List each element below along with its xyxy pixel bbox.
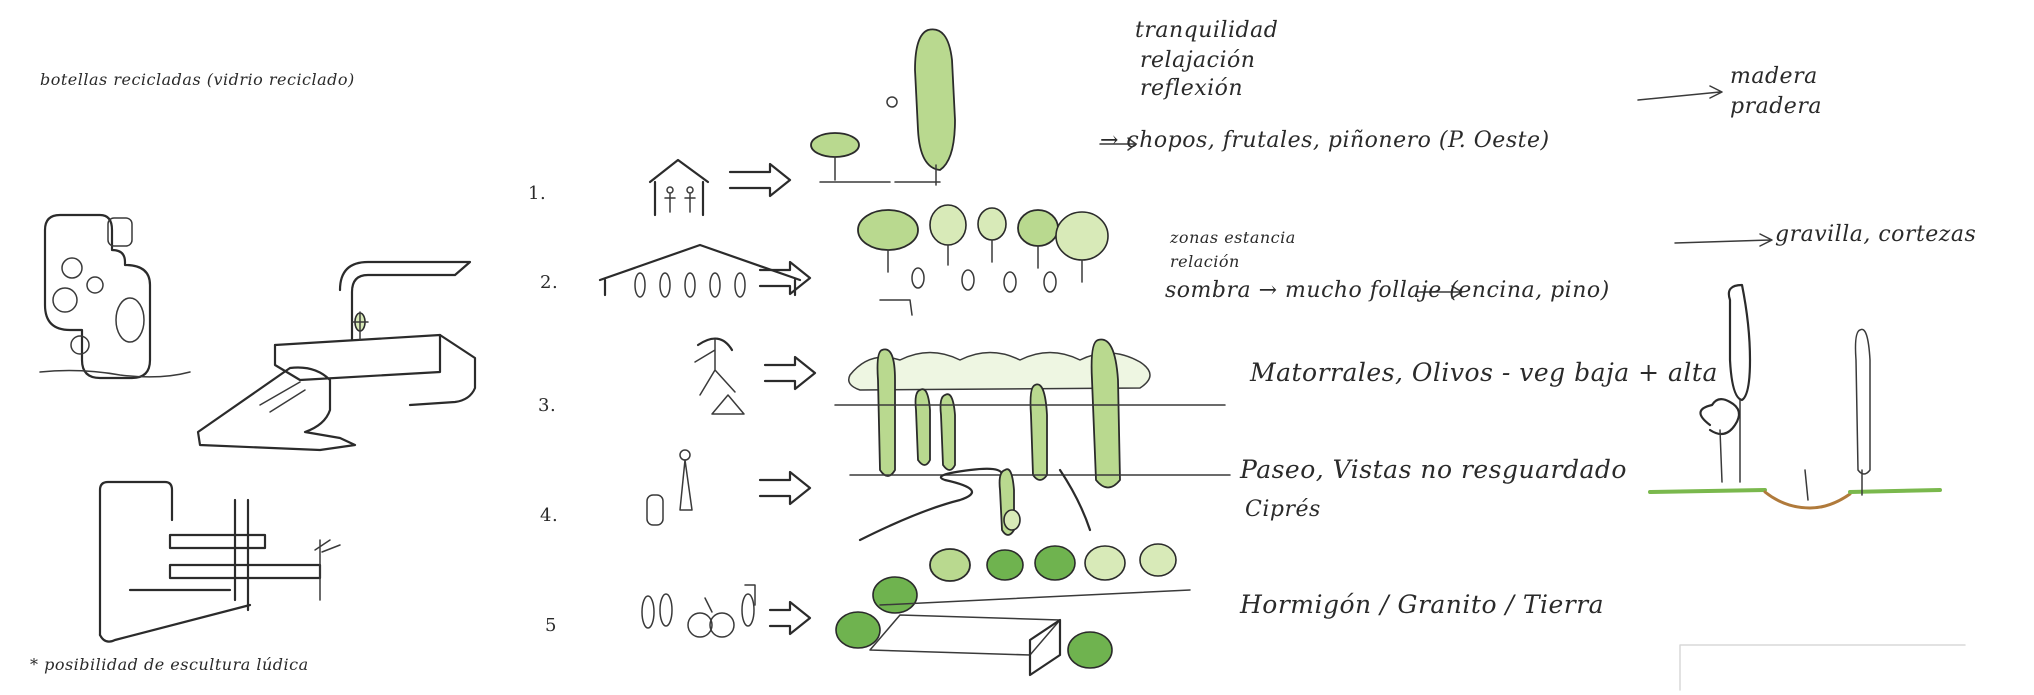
note-recycled-glass: botellas recicladas (vidrio reciclado)	[40, 70, 355, 89]
ground-section	[1650, 285, 1940, 508]
ludic-sculpture	[100, 482, 340, 642]
row-4-icons	[647, 450, 1230, 540]
row-2-icons	[600, 205, 1108, 315]
row-1-icons	[650, 29, 955, 215]
bench-platform-sketch	[198, 262, 475, 450]
row-1-note-2: relajación	[1140, 48, 1255, 73]
recycled-glass-sculpture	[40, 215, 190, 378]
row-5-icons	[642, 544, 1190, 675]
row-4-note-2: Ciprés	[1245, 497, 1321, 522]
row-5-note-1: Hormigón / Granito / Tierra	[1240, 590, 1604, 619]
row-2-arrow-target: gravilla, cortezas	[1775, 222, 1976, 247]
row-2-note-1: zonas estancia	[1170, 228, 1296, 247]
row-4-note-1: Paseo, Vistas no resguardado	[1240, 455, 1627, 484]
row-3-note-1: Matorrales, Olivos - veg baja + alta	[1250, 358, 1718, 387]
row-1-note-1: tranquilidad	[1135, 18, 1278, 43]
row-3-icons	[695, 339, 1225, 488]
row-number-3: 3.	[538, 395, 556, 416]
row-number-1: 1.	[528, 183, 546, 204]
row-1-note-3: reflexión	[1140, 76, 1243, 101]
row-number-5: 5	[545, 615, 557, 636]
row-number-2: 2.	[540, 272, 558, 293]
row-2-note-2: relación	[1170, 252, 1240, 271]
note-ludic-sculpture: * posibilidad de escultura lúdica	[30, 655, 309, 674]
row-1-note-4: → chopos, frutales, piñonero (P. Oeste)	[1100, 128, 1550, 153]
row-1-arrow-target: madera pradera	[1730, 62, 1822, 122]
row-2-note-3: sombra → mucho follaje (encina, pino)	[1165, 278, 1610, 303]
row-number-4: 4.	[540, 505, 558, 526]
